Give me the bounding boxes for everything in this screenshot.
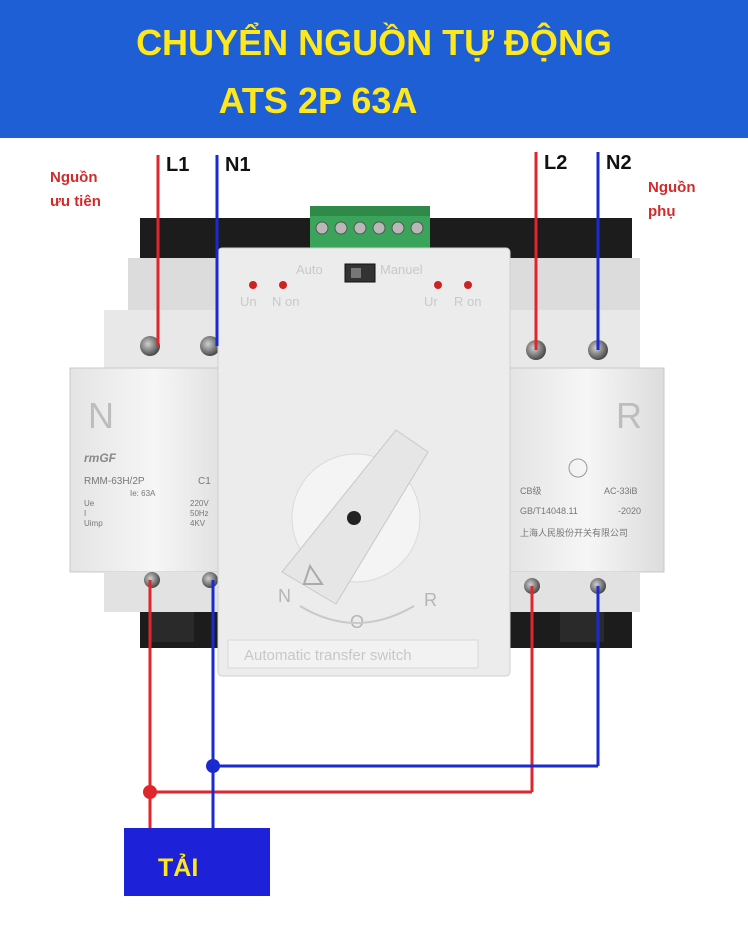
dial-n-label: N [278,586,291,606]
spec-voltage: 220V [190,499,209,508]
terminal-n2-label: N2 [606,152,632,174]
spec-ue: Ue [84,499,95,508]
neutral-wires [211,152,600,828]
spec-i: I [84,509,86,518]
led-un-left-label: Un [240,294,257,309]
led-n-on-label: N on [272,294,299,309]
title-line-1: CHUYỂN NGUỒN TỰ ĐỘNG [136,22,612,63]
load-label: TẢI [158,854,199,882]
title-line-2: ATS 2P 63A [218,80,418,121]
channel-label: C1 [198,476,211,487]
device-bottom-label: Automatic transfer switch [244,647,412,664]
primary-source-line2: ưu tiên [50,193,101,210]
terminal-screw [144,572,160,588]
spec-impulse: 4KV [190,519,206,528]
cert-standard: CB级 [520,485,542,496]
spec-ie: Ie: 63A [130,489,156,498]
knob-screw-icon [347,511,361,525]
mode-auto-label: Auto [296,262,323,277]
led-un-left-icon [249,281,257,289]
side-r-label: R [616,395,642,436]
led-n-on-icon [279,281,287,289]
manufacturer-label: 上海人民股份开关有限公司 [520,527,628,538]
primary-source-line1: Nguồn [50,169,98,186]
model-label: RMM-63H/2P [84,476,145,487]
led-un-right-label: Ur [424,294,438,309]
title-banner: CHUYỂN NGUỒN TỰ ĐỘNG ATS 2P 63A [0,0,748,138]
neutral-junction-icon [206,759,220,773]
terminal-screw [140,336,160,356]
spec-frequency: 50Hz [190,509,209,518]
switch-slider [351,268,361,278]
spec-uimp: Uimp [84,519,103,528]
side-n-label: N [88,395,114,436]
control-terminal-block [310,206,430,250]
cert-category: AC-33iB [604,486,638,496]
led-r-on-label: R on [454,294,481,309]
cert-year: -2020 [618,506,641,516]
terminal-screw [202,572,218,588]
primary-source-label: Nguồn ưu tiên [50,166,101,214]
right-breaker-module [509,258,665,612]
phase-junction-icon [143,785,157,799]
led-un-right-icon [434,281,442,289]
brand-logo: rmGF [84,451,117,465]
plate-tab [150,612,194,642]
secondary-source-line2: phụ [648,203,676,220]
mode-manual-label: Manuel [380,262,423,277]
dial-r-label: R [424,590,437,610]
led-r-on-icon [464,281,472,289]
terminal-n1-label: N1 [225,154,251,176]
terminal-screw [200,336,220,356]
terminal-l1-label: L1 [166,154,190,176]
arrow-icon [302,563,324,585]
terminal-l2-label: L2 [544,152,568,174]
ccc-mark-icon [568,458,588,478]
secondary-source-label: Nguồn phụ [648,176,695,224]
rotary-selector[interactable] [281,429,429,605]
secondary-source-line1: Nguồn [648,179,696,196]
dial-arc [299,605,415,624]
cert-gb: GB/T14048.11 [520,506,578,516]
load-box: TẢI [124,828,270,896]
